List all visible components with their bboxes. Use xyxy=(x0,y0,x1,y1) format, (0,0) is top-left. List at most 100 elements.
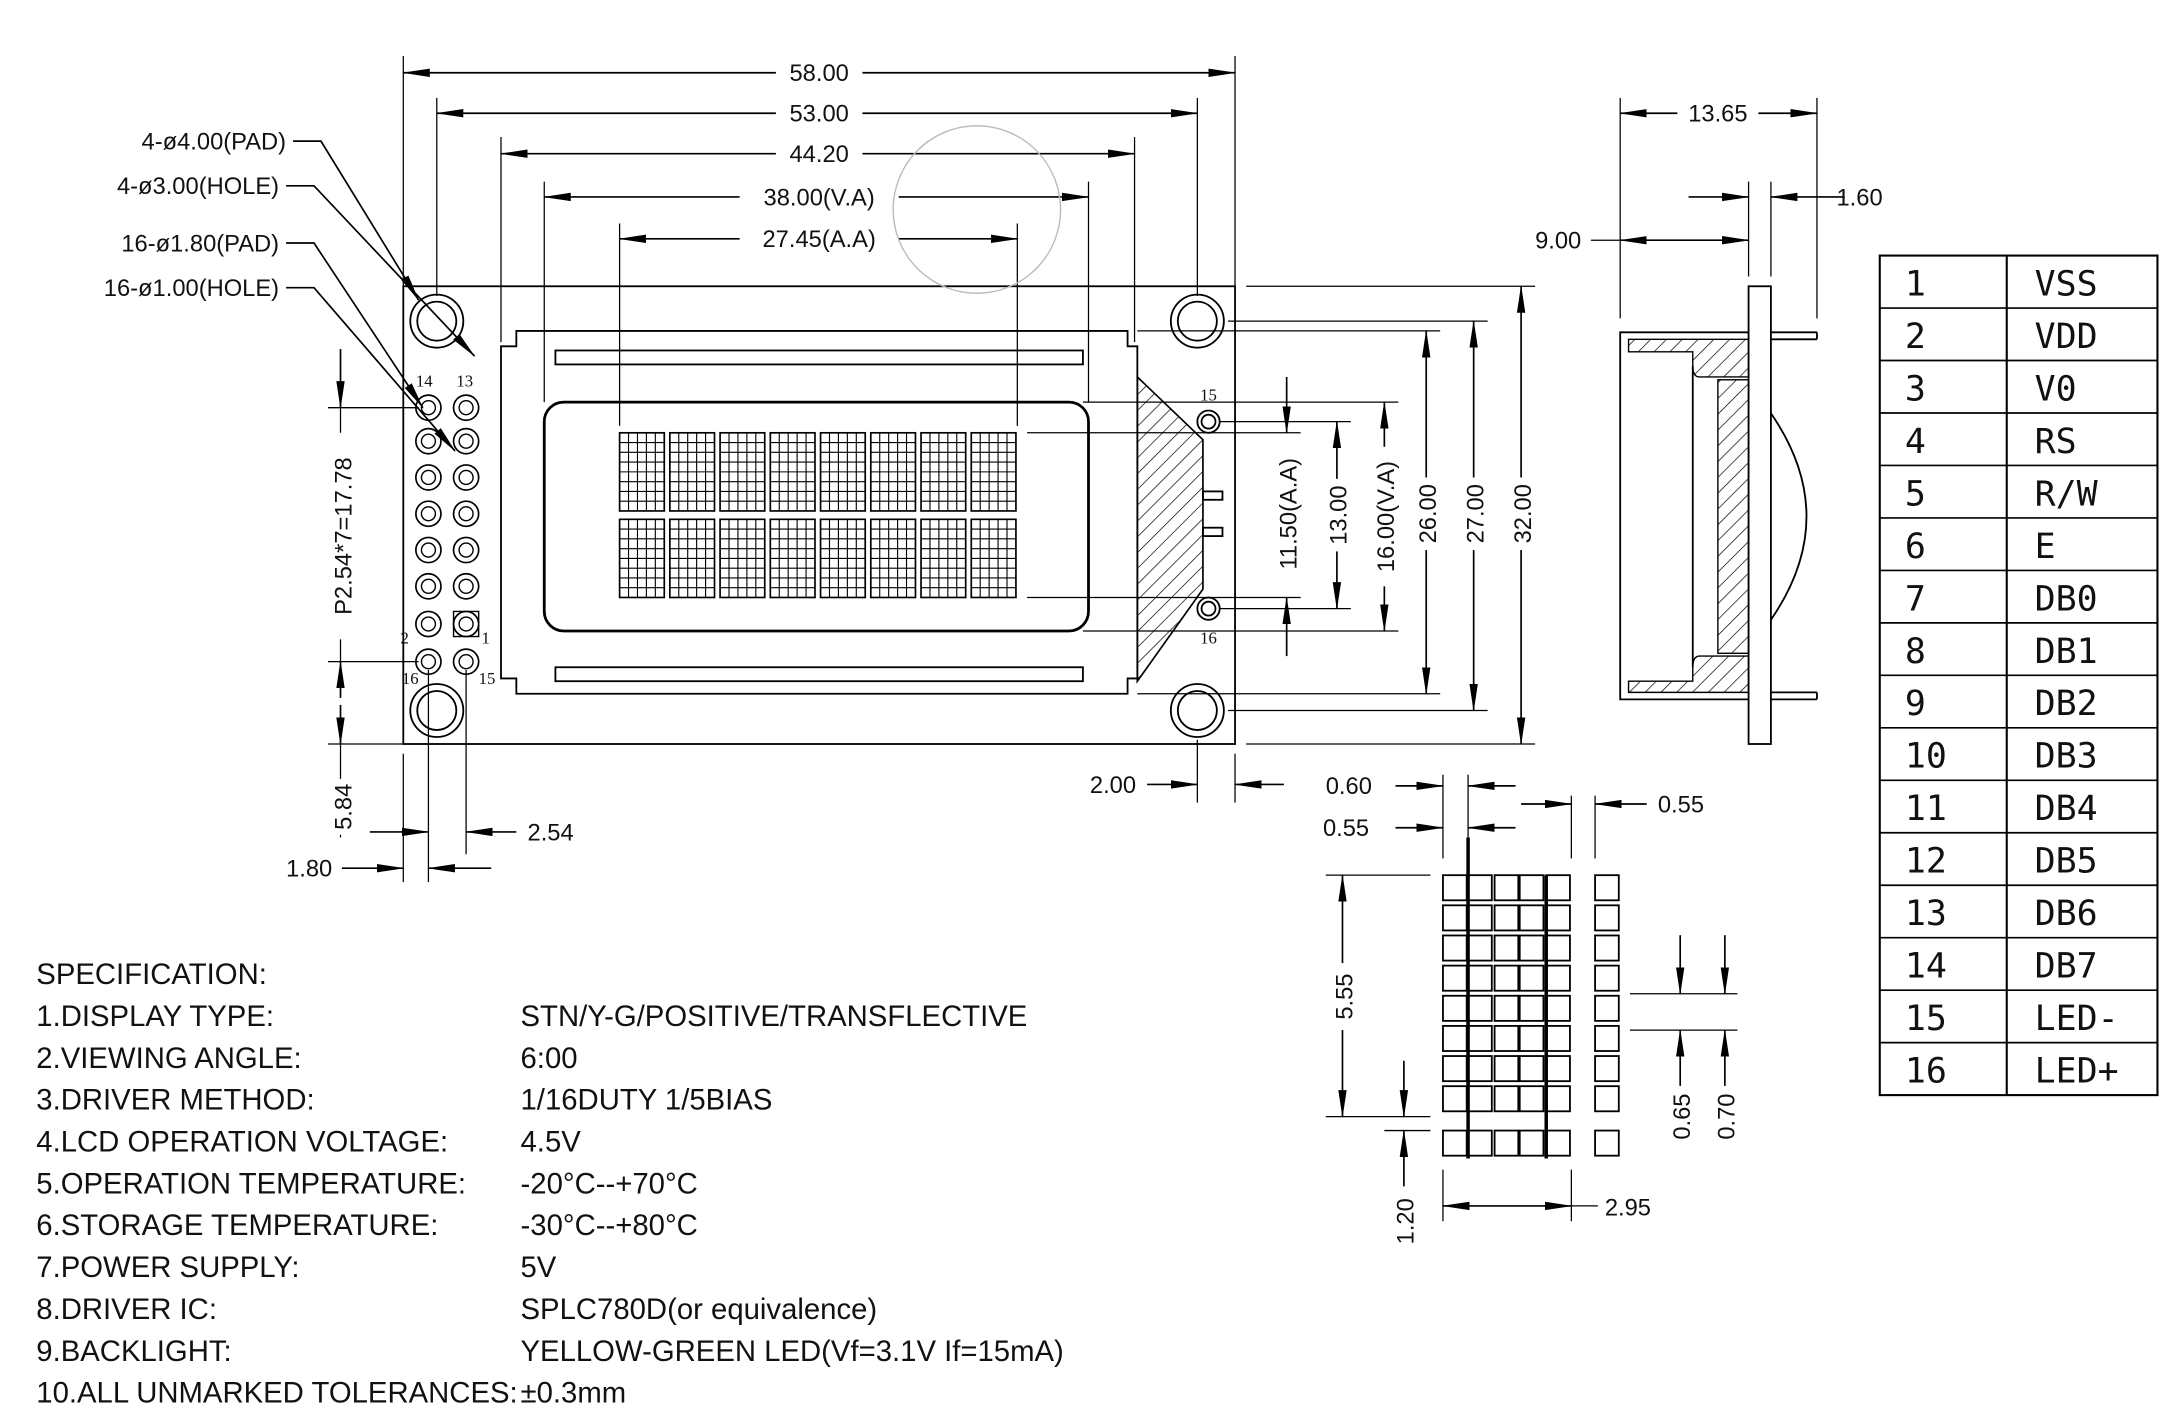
pin-number: 1 xyxy=(1905,264,1926,304)
dot-cell xyxy=(1467,904,1493,932)
pin-label: 15 xyxy=(479,669,496,688)
dot-cell xyxy=(1493,1024,1520,1052)
dot-cell xyxy=(1442,994,1468,1022)
dot-cell xyxy=(1545,1129,1571,1157)
dim-pin-pitch: P2.54*7=17.78 xyxy=(332,457,358,615)
character-cell xyxy=(719,518,766,599)
pin-name: V0 xyxy=(2035,369,2077,409)
dot-cell xyxy=(1493,964,1520,992)
dot-cell xyxy=(1442,1024,1468,1052)
spec-label: 7.POWER SUPPLY: xyxy=(36,1251,299,1284)
front-view: 15 16 14 13 2 1 16 15 58.00 53.00 44.20 … xyxy=(104,56,1537,883)
pin-number: 2 xyxy=(1905,317,1926,357)
spec-value: 5V xyxy=(521,1251,557,1284)
dot-cell xyxy=(1442,1085,1468,1113)
callout-hole-large: 4-ø3.00(HOLE) xyxy=(117,174,279,200)
pin-number: 15 xyxy=(1905,999,1947,1039)
pin-name: VSS xyxy=(2035,264,2098,304)
dim-char-width: 2.95 xyxy=(1605,1196,1651,1222)
dot-cell xyxy=(1545,964,1571,992)
dot-cell xyxy=(1518,1055,1545,1083)
dot-cell xyxy=(1442,964,1468,992)
led-tab xyxy=(1202,526,1224,537)
pin-number: 3 xyxy=(1905,369,1926,409)
pin-number: 6 xyxy=(1905,527,1926,567)
dot-cell xyxy=(1518,904,1545,932)
spec-value: 6:00 xyxy=(521,1042,578,1075)
spec-item: 10.ALL UNMARKED TOLERANCES:±0.3mm xyxy=(36,1377,626,1410)
spec-label: 6.STORAGE TEMPERATURE: xyxy=(36,1209,438,1242)
callout-pad-small: 16-ø1.80(PAD) xyxy=(121,231,279,257)
dim-dot-pitch-y: 0.70 xyxy=(1715,1094,1741,1140)
spec-label: 9.BACKLIGHT: xyxy=(36,1335,231,1368)
spec-value: -20°C--+70°C xyxy=(521,1167,698,1200)
character-cell xyxy=(970,431,1017,512)
dim-view-area-height: 16.00(V.A) xyxy=(1374,461,1400,572)
spec-value: STN/Y-G/POSITIVE/TRANSFLECTIVE xyxy=(521,1000,1028,1033)
dot-cell xyxy=(1518,1085,1545,1113)
dim-pin-bottom-offset: 5.84 xyxy=(332,784,358,830)
character-cell xyxy=(819,431,867,512)
pin-name: DB7 xyxy=(2035,947,2098,987)
dim-overall-width: 58.00 xyxy=(789,61,848,87)
vertical-dimensions: 11.50(A.A) 13.00 16.00(V.A) 26.00 27.00 … xyxy=(1027,284,1537,746)
pin-label: 14 xyxy=(416,372,433,391)
bezel-bar-bottom xyxy=(554,666,1084,683)
header-pin xyxy=(415,394,442,422)
character-cell xyxy=(669,518,716,599)
character-cell xyxy=(970,518,1017,599)
pin-name: LED- xyxy=(2035,999,2119,1039)
dot-cell xyxy=(1467,874,1493,902)
dot-cell xyxy=(1467,1024,1493,1052)
pin-number: 16 xyxy=(1905,1052,1947,1092)
header-pin xyxy=(452,572,480,600)
dot-cell xyxy=(1545,994,1571,1022)
pin-name: R/W xyxy=(2035,474,2098,514)
dot-cell xyxy=(1545,934,1571,962)
pin-label: 16 xyxy=(402,669,419,688)
spec-label: 10.ALL UNMARKED TOLERANCES: xyxy=(36,1377,517,1410)
pin-table-row: 3 V0 xyxy=(1879,359,2158,409)
character-matrix xyxy=(618,431,1017,599)
dot-cell xyxy=(1518,874,1545,902)
pin-name: DB5 xyxy=(2035,842,2098,882)
dot-cell xyxy=(1493,1129,1520,1157)
spec-item: 6.STORAGE TEMPERATURE: -30°C--+80°C xyxy=(36,1209,698,1242)
spec-item: 7.POWER SUPPLY: 5V xyxy=(36,1251,557,1284)
spec-value: YELLOW-GREEN LED(Vf=3.1V If=15mA) xyxy=(521,1335,1064,1368)
dot-cell xyxy=(1518,1129,1545,1157)
dot-cell xyxy=(1442,904,1468,932)
dot-cell xyxy=(1594,934,1620,962)
dot-cell xyxy=(1594,904,1620,932)
pin-label: 13 xyxy=(456,372,473,391)
spec-title: SPECIFICATION: xyxy=(36,958,267,991)
character-cell xyxy=(618,518,666,599)
character-cell xyxy=(920,518,967,599)
dot-cell xyxy=(1493,1055,1520,1083)
dot-cell xyxy=(1467,934,1493,962)
dim-dot-width: 0.55 xyxy=(1323,816,1369,842)
pin-label: 1 xyxy=(481,629,489,648)
flex-connector xyxy=(1136,375,1204,684)
spec-label: 2.VIEWING ANGLE: xyxy=(36,1042,301,1075)
horizontal-dimensions: 58.00 53.00 44.20 38.00(V.A) 27.45(A.A) xyxy=(401,56,1237,426)
spec-value: 1/16DUTY 1/5BIAS xyxy=(521,1084,773,1117)
dot-cell xyxy=(1442,1055,1468,1083)
pin-number: 10 xyxy=(1905,737,1947,777)
dot-cell xyxy=(1545,1024,1571,1052)
spec-value: -30°C--+80°C xyxy=(521,1209,698,1242)
dot-cell xyxy=(1442,874,1468,902)
dot-cell xyxy=(1594,1129,1620,1157)
dim-bezel-offset: 9.00 xyxy=(1535,229,1581,255)
side-led-dome xyxy=(1770,412,1808,621)
character-cell xyxy=(819,518,867,599)
dot-cell xyxy=(1594,1085,1620,1113)
side-lcd-glass xyxy=(1717,379,1750,654)
character-cell xyxy=(618,431,666,512)
pin-name: DB3 xyxy=(2035,737,2098,777)
